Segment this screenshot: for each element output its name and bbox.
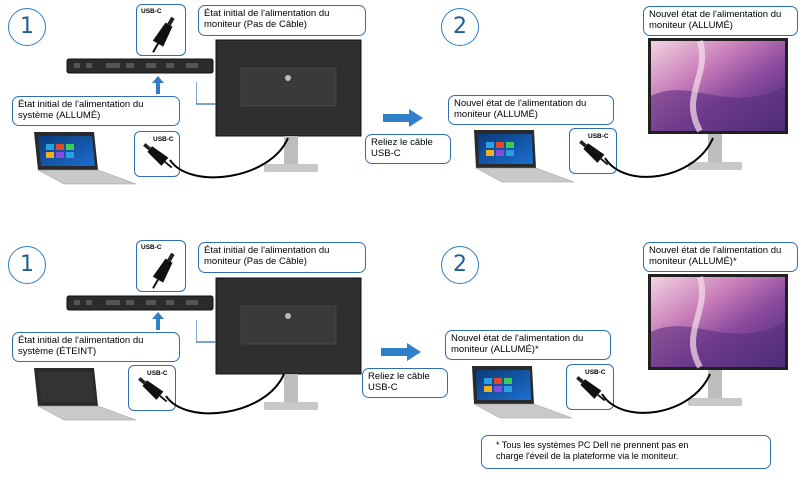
new-monitor-state-callout: Nouvel état de l'alimentation du moniteu… (643, 242, 798, 272)
usb-c-inset-box: USB-C (128, 365, 176, 411)
docking-station-icon (66, 58, 214, 74)
usb-c-label: USB-C (153, 136, 174, 143)
up-arrow-icon (152, 312, 164, 330)
usb-c-label: USB-C (147, 370, 168, 377)
new-monitor-state-callout: Nouvel état de l'alimentation du moniteu… (445, 330, 611, 360)
connect-cable-action-callout: Reliez le câble USB-C (365, 134, 451, 164)
footnote: * Tous les systèmes PC Dell ne prennent … (481, 435, 771, 469)
usb-c-inset-box: USB-C (136, 240, 186, 292)
usb-c-connector-icon (147, 251, 179, 291)
step-number-1: 1 (8, 246, 46, 284)
laptop-icon (34, 132, 137, 185)
docking-station-icon (66, 295, 214, 311)
new-monitor-state-callout: Nouvel état de l'alimentation du moniteu… (448, 95, 614, 125)
system-initial-state-callout: État initial de l'alimentation du systèm… (12, 332, 180, 362)
usb-c-inset-box: USB-C (136, 4, 186, 56)
usb-c-inset-box: USB-C (566, 364, 614, 410)
monitor-initial-state-callout: État initial de l'alimentation du monite… (198, 5, 366, 36)
connect-cable-action-callout: Reliez le câble USB-C (362, 368, 448, 398)
usb-c-cable (604, 137, 714, 178)
laptop-icon (34, 368, 137, 421)
monitor-icon (196, 39, 362, 172)
usb-c-label: USB-C (141, 8, 162, 15)
usb-c-cable (165, 373, 285, 415)
new-monitor-state-callout: Nouvel état de l'alimentation du moniteu… (643, 6, 798, 36)
laptop-icon (472, 366, 573, 419)
monitor-icon (196, 277, 362, 410)
up-arrow-icon (152, 76, 164, 94)
usb-c-label: USB-C (588, 133, 609, 140)
step-number-1: 1 (8, 8, 46, 46)
usb-c-label: USB-C (585, 369, 606, 376)
usb-c-cable (169, 137, 289, 179)
usb-c-cable (601, 373, 711, 414)
monitor-icon (648, 274, 788, 406)
usb-c-label: USB-C (141, 244, 162, 251)
right-arrow-icon (383, 109, 423, 127)
usb-c-inset-box: USB-C (134, 131, 180, 177)
step-number-2: 2 (441, 8, 479, 46)
right-arrow-icon (381, 343, 421, 361)
step-number-2: 2 (441, 246, 479, 284)
usb-c-connector-icon (147, 15, 179, 55)
laptop-icon (474, 130, 575, 183)
monitor-icon (648, 38, 788, 170)
system-initial-state-callout: État initial de l'alimentation du systèm… (12, 96, 180, 126)
monitor-initial-state-callout: État initial de l'alimentation du monite… (198, 242, 366, 273)
usb-c-inset-box: USB-C (569, 128, 617, 174)
